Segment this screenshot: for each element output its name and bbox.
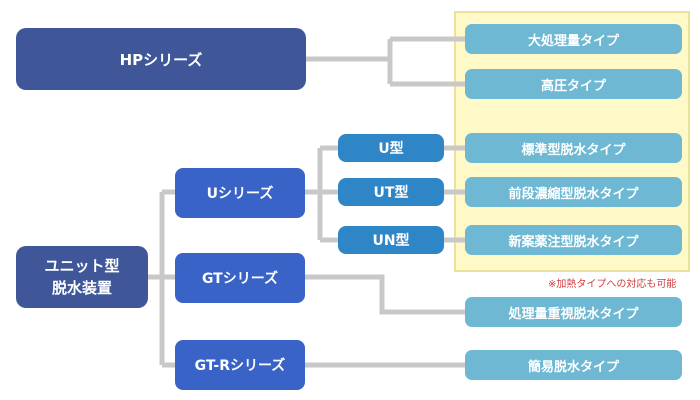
u-series-node: Uシリーズ	[175, 168, 305, 218]
gt-series-node: GTシリーズ	[175, 253, 305, 303]
hp-series-node: HPシリーズ	[16, 28, 306, 90]
gtr-series-node: GT-Rシリーズ	[175, 340, 305, 390]
u-type-node: U型	[338, 134, 444, 162]
root-line-1: ユニット型	[44, 257, 120, 275]
un-type-node: UN型	[338, 226, 444, 254]
root-line-2: 脱水装置	[51, 279, 112, 297]
gtr-child: 簡易脱水タイプ	[465, 350, 682, 380]
hp-child-large-volume: 大処理量タイプ	[465, 24, 682, 54]
un-type-child: 新案薬注型脱水タイプ	[465, 225, 682, 255]
root-node: ユニット型 脱水装置	[16, 246, 148, 308]
u-type-child: 標準型脱水タイプ	[465, 133, 682, 163]
ut-type-node: UT型	[338, 178, 444, 206]
ut-type-child: 前段濃縮型脱水タイプ	[465, 177, 682, 207]
hp-child-high-pressure: 高圧タイプ	[465, 69, 682, 99]
heating-note: ※加熱タイプへの対応も可能	[548, 279, 677, 290]
gt-child: 処理量重視脱水タイプ	[465, 297, 682, 327]
